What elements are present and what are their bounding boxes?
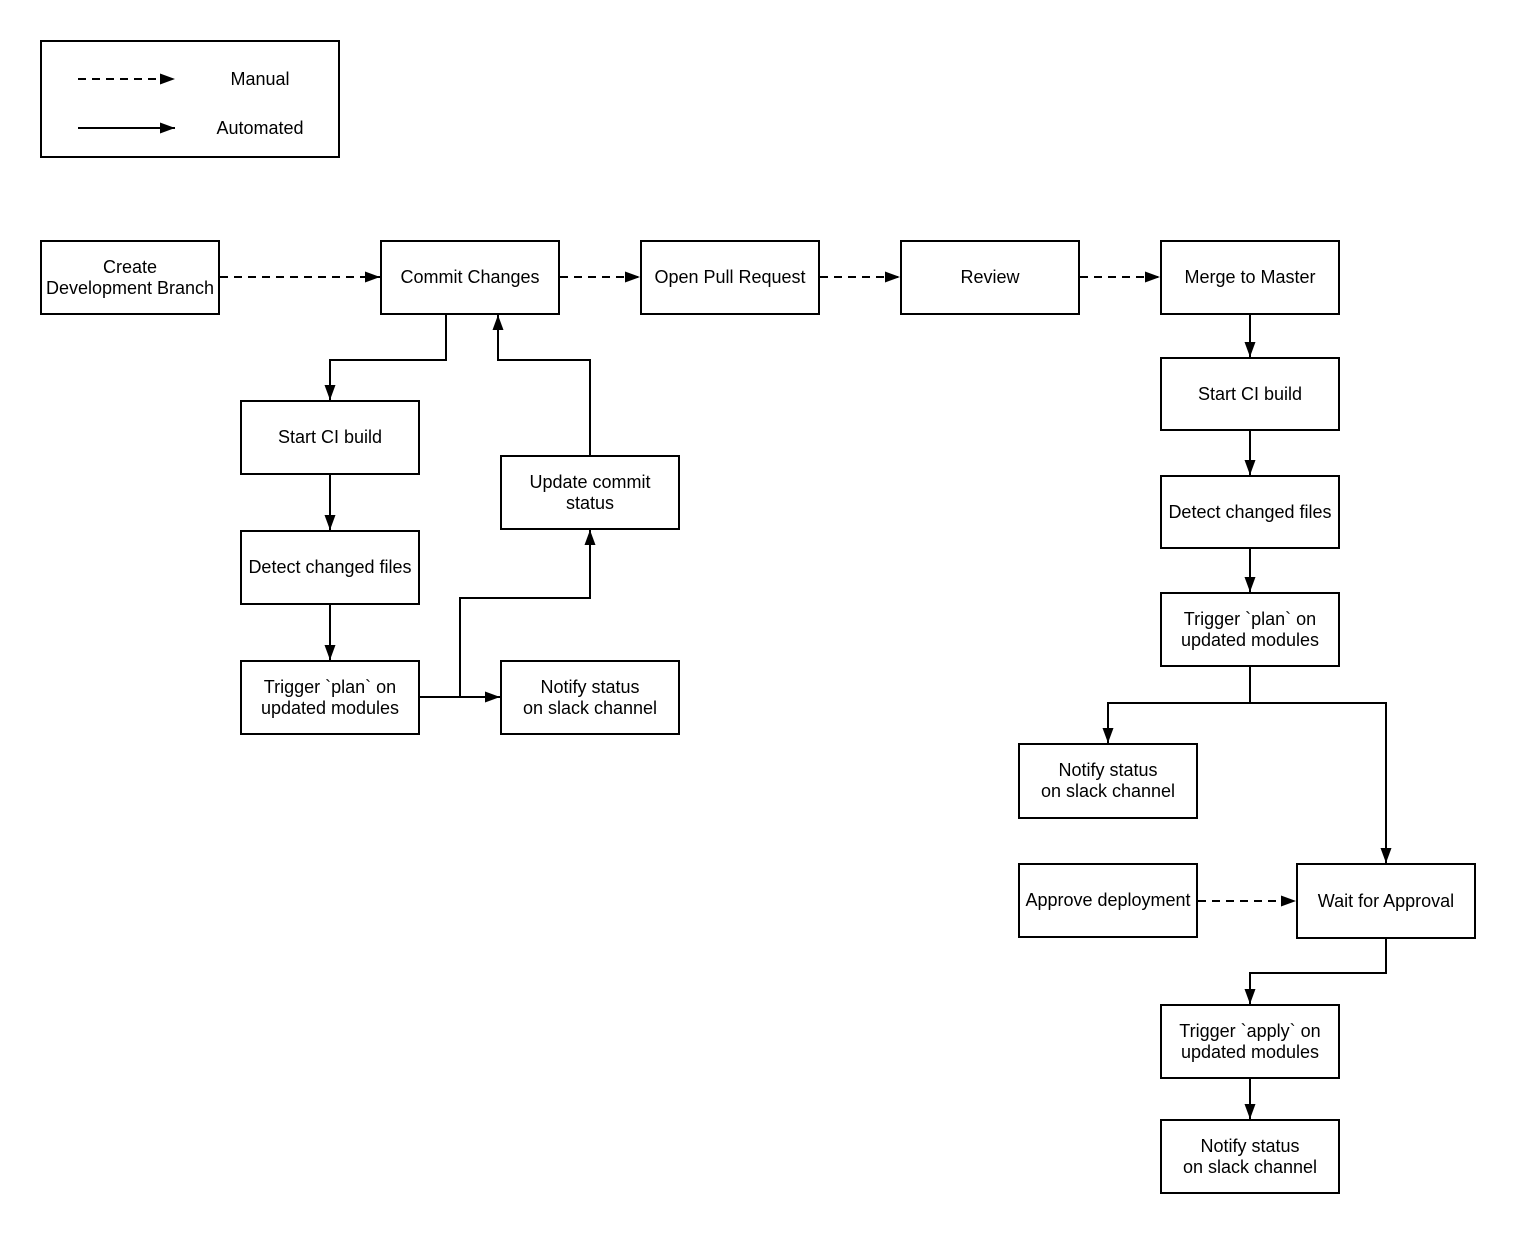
edge-update-commit-status-to-commit-changes <box>492 315 591 455</box>
node-commit-changes: Commit Changes <box>380 240 560 315</box>
node-right-detect-changed-files-label: Detect changed files <box>1168 501 1332 522</box>
node-left-trigger-plan-label: Trigger `plan` on updated modules <box>260 676 400 718</box>
node-merge-to-master-label: Merge to Master <box>1184 267 1316 287</box>
node-left-detect-changed-files: Detect changed files <box>240 530 420 605</box>
node-create-development-branch-label: Create Development Branch <box>45 256 215 298</box>
node-right-notify-status-plan: Notify status on slack channel <box>1018 743 1198 819</box>
node-right-start-ci-build: Start CI build <box>1160 357 1340 431</box>
node-right-detect-changed-files: Detect changed files <box>1160 475 1340 549</box>
node-right-notify-status-apply-label: Notify status on slack channel <box>1182 1135 1318 1177</box>
node-merge-to-master: Merge to Master <box>1160 240 1340 315</box>
node-approve-deployment: Approve deployment <box>1018 863 1198 938</box>
node-left-notify-status: Notify status on slack channel <box>500 660 680 735</box>
node-commit-changes-label: Commit Changes <box>400 267 540 287</box>
node-review: Review <box>900 240 1080 315</box>
legend <box>40 40 340 158</box>
edge-right-trigger-plan-to-wait-for-approval <box>1250 702 1392 863</box>
node-update-commit-status-label: Update commit status <box>529 471 651 513</box>
node-left-start-ci-build: Start CI build <box>240 400 420 475</box>
node-left-start-ci-build-label: Start CI build <box>277 427 383 447</box>
node-right-notify-status-apply: Notify status on slack channel <box>1160 1119 1340 1194</box>
node-trigger-apply: Trigger `apply` on updated modules <box>1160 1004 1340 1079</box>
legend-automated-label: Automated <box>216 118 304 138</box>
node-approve-deployment-label: Approve deployment <box>1025 890 1191 910</box>
node-trigger-apply-label: Trigger `apply` on updated modules <box>1179 1020 1321 1062</box>
node-open-pull-request: Open Pull Request <box>640 240 820 315</box>
node-left-detect-changed-files-label: Detect changed files <box>248 557 412 577</box>
node-left-trigger-plan: Trigger `plan` on updated modules <box>240 660 420 735</box>
node-right-notify-status-plan-label: Notify status on slack channel <box>1040 760 1176 801</box>
edge-commit-changes-to-left-start-ci-build <box>324 315 447 400</box>
node-right-trigger-plan-label: Trigger `plan` on updated modules <box>1180 608 1320 650</box>
node-right-start-ci-build-label: Start CI build <box>1197 383 1303 404</box>
node-wait-for-approval-label: Wait for Approval <box>1317 890 1455 911</box>
node-wait-for-approval: Wait for Approval <box>1296 863 1476 939</box>
node-right-trigger-plan: Trigger `plan` on updated modules <box>1160 592 1340 667</box>
edge-wait-for-approval-to-trigger-apply <box>1244 939 1387 1004</box>
node-update-commit-status: Update commit status <box>500 455 680 530</box>
node-open-pull-request-label: Open Pull Request <box>654 267 806 287</box>
node-left-notify-status-label: Notify status on slack channel <box>522 676 658 718</box>
edge-right-trigger-plan-to-right-notify-status-plan <box>1102 702 1250 743</box>
node-review-label: Review <box>960 267 1020 287</box>
node-create-development-branch: Create Development Branch <box>40 240 220 315</box>
legend-manual-label: Manual <box>230 69 290 89</box>
